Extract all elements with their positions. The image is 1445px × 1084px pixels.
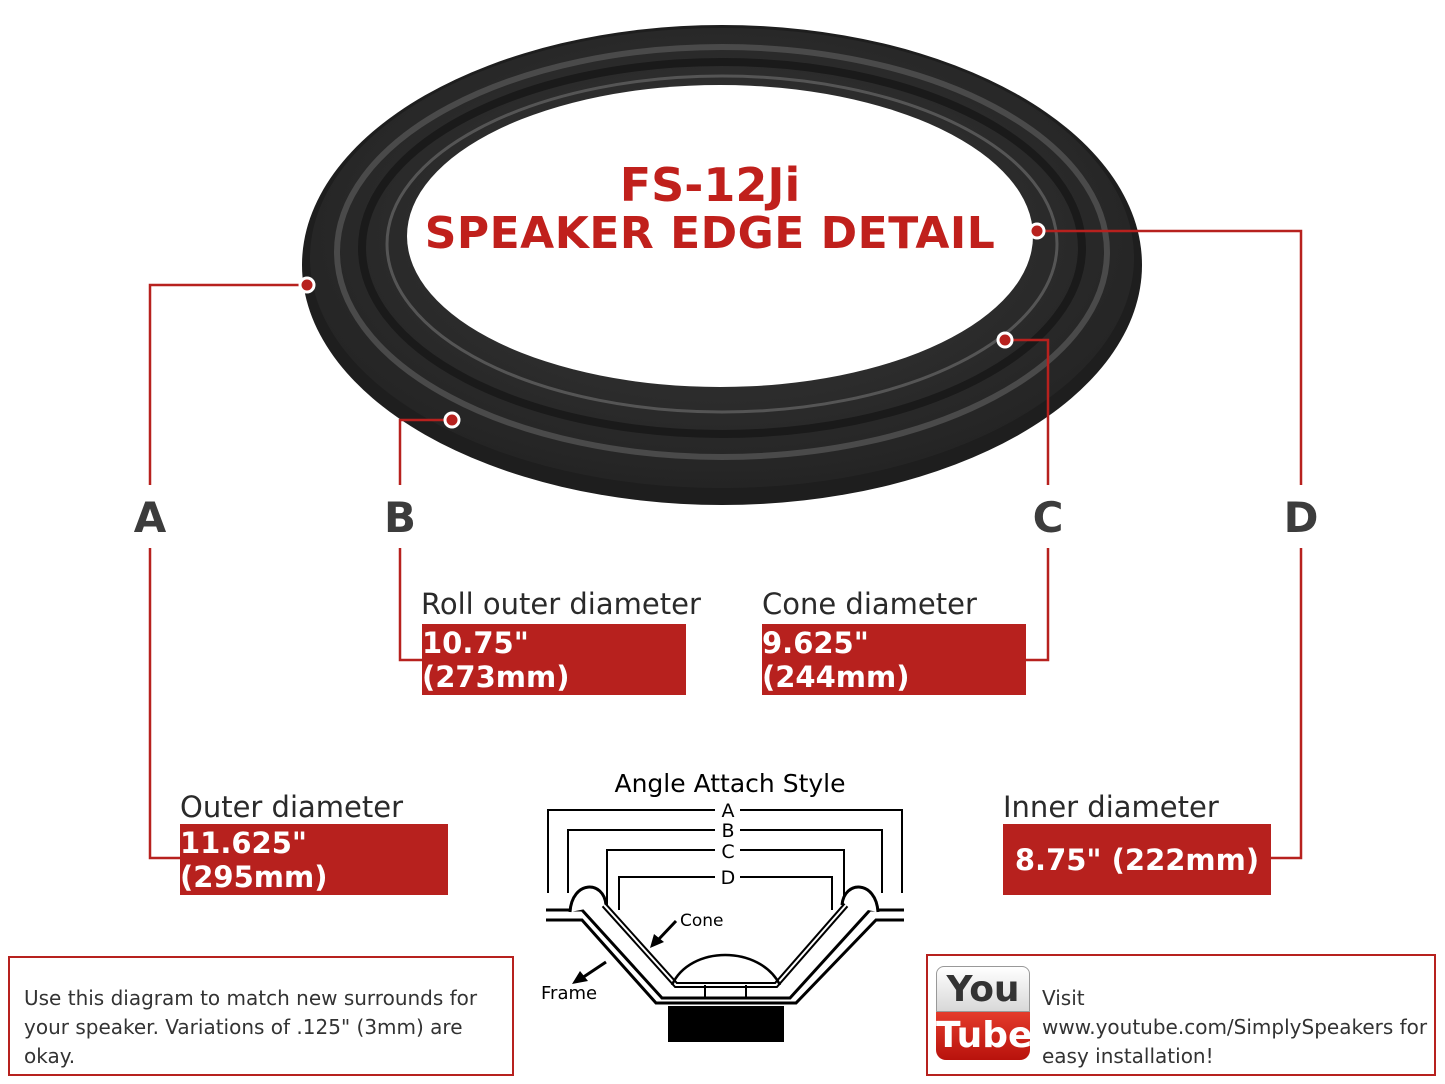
cone-diameter-value: 9.625" (244mm) bbox=[762, 624, 1026, 695]
outer-diameter-label: Outer diameter bbox=[180, 790, 404, 824]
leader-a-top bbox=[148, 283, 307, 485]
dust-cap bbox=[670, 953, 782, 986]
roll-outer-diameter-value: 10.75" (273mm) bbox=[422, 624, 686, 695]
leader-a-bottom bbox=[148, 548, 180, 860]
product-title: FS-12Ji bbox=[619, 158, 801, 212]
dot-a bbox=[298, 276, 316, 294]
marker-a: A bbox=[133, 493, 167, 542]
marker-b: B bbox=[383, 493, 416, 542]
bracket-b bbox=[567, 829, 715, 893]
roll-right bbox=[840, 885, 880, 913]
note-left-text: Use this diagram to match new surrounds … bbox=[24, 986, 478, 1068]
leader-d-bottom bbox=[1271, 548, 1303, 860]
leader-dots bbox=[298, 222, 1046, 429]
leader-b-bottom bbox=[398, 548, 422, 662]
diagram-title: SPEAKER EDGE DETAIL bbox=[424, 208, 996, 259]
marker-d: D bbox=[1283, 493, 1319, 542]
youtube-logo-you: You bbox=[936, 966, 1030, 1012]
leader-c-top bbox=[1005, 338, 1050, 485]
speaker-surround bbox=[302, 25, 1142, 505]
bracket-d bbox=[618, 876, 715, 910]
leader-lines bbox=[148, 229, 1303, 860]
magnet bbox=[668, 1006, 784, 1042]
frame-label: Frame bbox=[541, 983, 597, 1004]
inner-diameter-label: Inner diameter bbox=[1003, 790, 1219, 824]
youtube-logo[interactable]: You Tube bbox=[936, 966, 1032, 1060]
roll-outer-diameter-label: Roll outer diameter bbox=[421, 587, 701, 621]
dot-c bbox=[996, 331, 1014, 349]
inner-diameter-value: 8.75" (222mm) bbox=[1003, 824, 1271, 895]
leader-b-top bbox=[398, 418, 452, 485]
cone-label: Cone bbox=[680, 911, 724, 931]
leader-c-bottom bbox=[1026, 548, 1050, 662]
cross-section-diagram bbox=[546, 809, 904, 1042]
level-b: B bbox=[721, 820, 734, 842]
note-left-box bbox=[8, 956, 514, 1076]
dot-d bbox=[1028, 222, 1046, 240]
roll-left bbox=[568, 885, 608, 913]
leader-d-top bbox=[1037, 229, 1303, 485]
cone-diameter-label: Cone diameter bbox=[762, 587, 977, 621]
bracket-a bbox=[547, 809, 715, 893]
cross-section-text: Angle Attach Style A B C D Cone Frame bbox=[541, 769, 846, 1004]
youtube-logo-tube: Tube bbox=[936, 1012, 1032, 1060]
cross-section-title: Angle Attach Style bbox=[614, 769, 845, 798]
bracket-c bbox=[606, 849, 715, 905]
outer-diameter-value: 11.625" (295mm) bbox=[180, 824, 448, 895]
level-a: A bbox=[722, 800, 735, 822]
level-c: C bbox=[721, 841, 734, 863]
level-d: D bbox=[721, 867, 736, 889]
marker-c: C bbox=[1032, 493, 1064, 542]
note-right-text: Visit www.youtube.com/SimplySpeakers for… bbox=[1042, 986, 1428, 1068]
dot-b bbox=[443, 411, 461, 429]
